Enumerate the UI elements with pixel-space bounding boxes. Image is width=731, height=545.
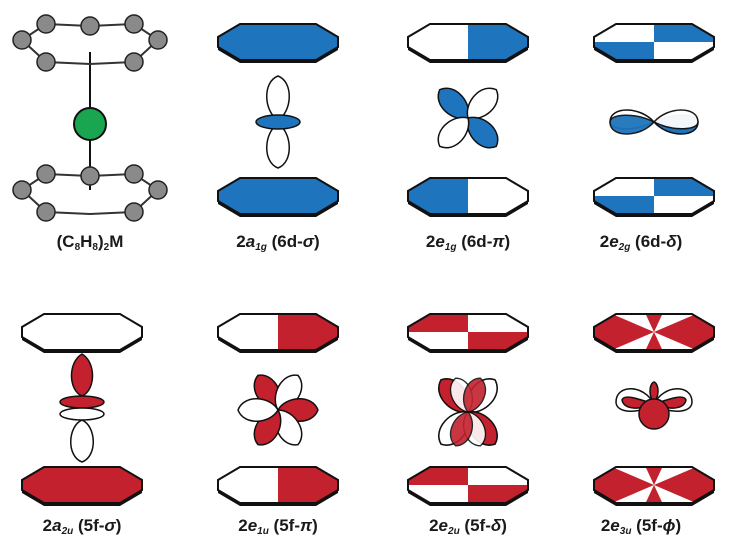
label-e3u-sym: e [610,516,620,535]
label-e1g-num: 2 [425,232,436,251]
label-e2u-rest: (5f- [459,516,491,535]
label-complex-close: ) [97,232,104,251]
label-e2g-sym: e [609,232,619,251]
label-e2g-num: 2 [599,232,610,251]
a1g-top-ring [217,23,339,63]
e1g-bottom-ring [407,177,529,217]
e2g-bottom-ring [593,177,715,217]
label-e2u-greek: δ [490,516,502,535]
label-complex-post: M [109,232,124,251]
label-e1u-sub: 1u [257,526,269,537]
label-a1g-rest: (6d- [266,232,303,251]
label-e2g-rest: (6d- [630,232,667,251]
label-e1u: 2e1u (5f-π) [188,516,368,537]
label-complex-sub3: 2 [103,242,110,253]
label-a1g-sym: a [245,232,256,251]
label-e1g: 2e1g (6d-π) [378,232,558,253]
label-complex-sub2: 8 [92,242,98,253]
label-e3u: 2e3u (5f-ϕ) [551,516,731,537]
label-e2u-sub: 2u [448,526,460,537]
f-pi-orbital [237,368,319,452]
label-e1g-sub: 1g [444,242,457,253]
label-e1u-greek: π [300,516,313,535]
label-a1g-sub: 1g [255,242,267,253]
a2u-bottom-ring [21,466,143,506]
label-e3u-end: ) [675,516,682,535]
metal-atom [73,107,107,141]
label-e1u-rest: (5f- [268,516,300,535]
label-a1g-greek: σ [302,232,315,251]
e1u-top-ring [217,313,339,353]
dxz-orbital [431,81,505,155]
label-e2u-end: ) [501,516,507,535]
label-a1g-num: 2 [236,232,246,251]
a2u-top-ring [21,313,143,353]
e3u-bottom-ring [593,466,715,506]
label-e2g-sub: 2g [618,242,631,253]
delta-g-orbital [609,109,699,135]
label-complex-mid: H [80,232,93,251]
dz2-orbital [255,75,301,169]
e2u-top-ring [407,313,529,353]
fz3-orbital [59,353,105,463]
label-e1u-end: ) [312,516,318,535]
label-a2u-sub: 2u [61,526,74,537]
label-a2u-num: 2 [42,516,53,535]
label-e1u-sym: e [247,516,258,535]
e2u-bottom-ring [407,466,529,506]
label-e1u-num: 2 [238,516,248,535]
label-e1g-rest: (6d- [456,232,493,251]
label-a2u-greek: σ [104,516,116,535]
label-complex: (C8H8)2M [0,232,180,253]
label-e2u-sym: e [438,516,449,535]
label-a2u-rest: (5f- [73,516,105,535]
label-e1g-sym: e [435,232,445,251]
bottom-ring-carbons [12,164,168,222]
label-e2u: 2e2u (5f-δ) [378,516,558,537]
f-phi-orbital [615,381,693,430]
label-e2g-end: ) [676,232,683,251]
label-e2u-num: 2 [429,516,439,535]
e3u-top-ring [593,313,715,353]
label-e2g-greek: δ [666,232,677,251]
label-e3u-sub: 3u [619,526,632,537]
label-a1g: 2a1g (6d-σ) [188,232,368,253]
a1g-bottom-ring [217,177,339,217]
label-a2u-sym: a [52,516,62,535]
sandwich-complex [12,14,168,222]
e1u-bottom-ring [217,466,339,506]
e2g-top-ring [593,23,715,63]
label-a1g-end: ) [314,232,320,251]
label-a2u-end: ) [115,516,122,535]
label-e1g-greek: π [492,232,505,251]
label-e3u-num: 2 [600,516,611,535]
e1g-top-ring [407,23,529,63]
label-e3u-greek: ϕ [662,516,676,535]
label-complex-sub1: 8 [74,242,81,253]
label-complex-pre: (C [56,232,75,251]
f-delta-orbital [431,371,505,453]
label-e2g: 2e2g (6d-δ) [551,232,731,253]
label-e1g-end: ) [504,232,511,251]
label-a2u: 2a2u (5f-σ) [0,516,172,537]
top-ring-carbons [12,14,168,72]
label-e3u-rest: (5f- [631,516,663,535]
